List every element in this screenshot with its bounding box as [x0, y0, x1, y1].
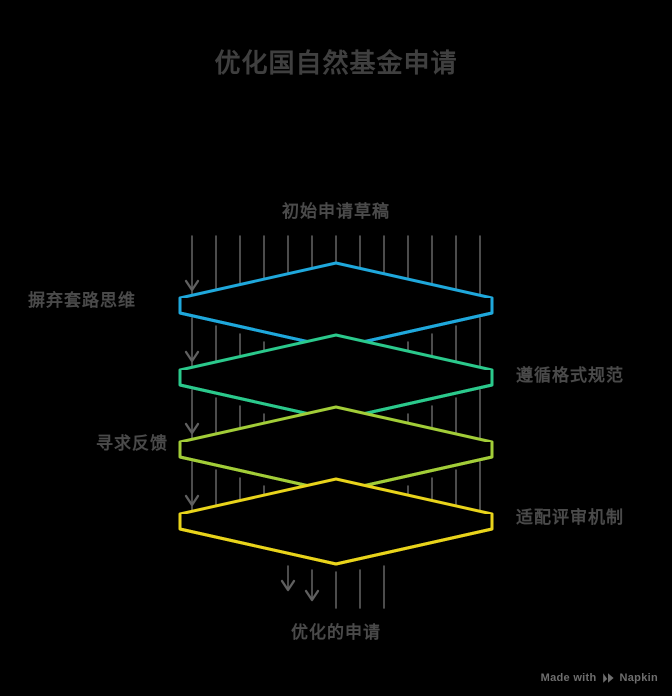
watermark-brand: Napkin	[619, 672, 658, 684]
output-label: 优化的申请	[291, 623, 381, 642]
layer-2-label: 遵循格式规范	[516, 366, 624, 385]
watermark-prefix: Made with	[540, 672, 597, 684]
layer-3-label: 寻求反馈	[96, 434, 168, 453]
flow-lines-exit	[287, 565, 385, 609]
layer-1-label: 摒弃套路思维	[28, 291, 136, 310]
layer-4-bottom-edge	[179, 527, 493, 566]
napkin-watermark[interactable]: Made with Napkin	[541, 672, 658, 684]
flow-arrowheads-exit	[280, 579, 320, 602]
input-label: 初始申请草稿	[282, 202, 390, 221]
page-title: 优化国自然基金申请	[214, 48, 458, 78]
layer-4-label: 适配评审机制	[516, 508, 624, 527]
layer-slab-4[interactable]	[178, 477, 494, 566]
napkin-logo-icon	[602, 672, 615, 684]
